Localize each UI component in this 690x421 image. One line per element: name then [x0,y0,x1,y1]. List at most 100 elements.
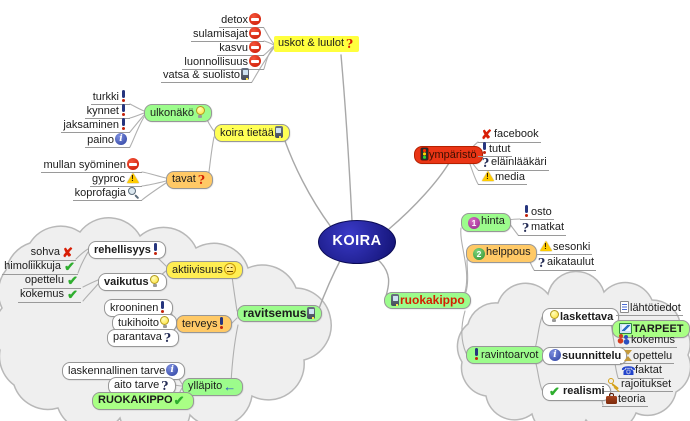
node-label: ruokakippo [400,293,465,307]
no-entry-icon [127,158,139,170]
node-koprofagia[interactable]: koprofagia [72,186,142,201]
node-vatsa-suolisto[interactable]: vatsa & suolisto [160,68,252,83]
node-sohva[interactable]: sohva [28,246,76,261]
node-sulamisajat[interactable]: sulamisajat [190,27,264,42]
node-tavat[interactable]: tavat [166,171,213,189]
node-facebook[interactable]: facebook [478,128,541,143]
node-kokemus-right[interactable]: kokemus [614,333,678,348]
node-label: kokemus [19,288,64,300]
node-rehellisyys[interactable]: rehellisyys [88,241,166,259]
node-himoliikkuja[interactable]: himoliikkuja [2,260,78,275]
check-icon [62,261,75,273]
node-label: aikataulut [547,256,595,268]
number-2-icon [473,248,485,260]
node-label: ulkonäkö [150,107,195,119]
node-label: ravitsemus [243,306,307,320]
node-matkat[interactable]: matkat [518,221,567,236]
window-icon [619,322,632,334]
node-luonnollisuus[interactable]: luonnollisuus [182,55,264,70]
node-label: facebook [494,128,539,140]
x-mark-icon [61,247,73,259]
node-terveys[interactable]: terveys [176,315,233,333]
question-dark-icon [163,332,172,344]
node-label: rajoitukset [621,378,672,390]
node-sesonki[interactable]: sesonki [536,240,593,255]
node-ruokakippo[interactable]: ruokakippo [384,292,471,309]
node-label: lähtötiedot [630,302,681,314]
node-lahtotiedot[interactable]: lähtötiedot [616,301,683,316]
node-tutut[interactable]: tutut [478,142,513,157]
node-faktat[interactable]: faktat [618,364,664,379]
node-kokemus-left[interactable]: kokemus [17,288,81,303]
node-label: ylläpito [188,380,223,392]
exclamation-icon [120,90,127,102]
node-label: koprofagia [74,187,126,199]
check-icon [549,386,562,398]
node-parantava[interactable]: parantava [107,329,179,347]
node-aikataulut[interactable]: aikataulut [534,256,597,271]
node-turkki[interactable]: turkki [90,90,130,105]
warning-icon [539,240,552,252]
node-krooninen[interactable]: krooninen [104,299,174,317]
node-ymparisto[interactable]: ympäristö [414,146,483,164]
lightbulb-icon [195,106,205,118]
node-label: tavat [172,173,196,185]
node-gyproc[interactable]: gyproc [89,172,142,187]
node-opettelu-left[interactable]: opettelu [22,274,81,289]
node-kynnet[interactable]: kynnet [84,104,130,119]
node-opettelu-right[interactable]: opettelu [620,349,675,364]
node-label: teoria [618,393,646,405]
node-realismi[interactable]: realismi [542,383,611,401]
node-label: rehellisyys [94,244,151,256]
root-node-koira[interactable]: KOIRA [318,220,396,264]
node-label: realismi [563,385,605,397]
node-label: koira tietää [220,127,274,139]
node-teoria[interactable]: teoria [602,392,648,407]
node-uskot-luulot[interactable]: uskot & luulot [274,36,360,52]
node-label: suunnittelu [562,350,622,362]
node-tarpeet[interactable]: TARPEET [612,320,690,338]
node-ravitsemus[interactable]: ravitsemus [237,305,323,322]
node-media[interactable]: media [478,170,527,185]
exclamation-icon [473,348,480,360]
node-mullan-syominen[interactable]: mullan syöminen [41,158,142,173]
node-elainlaakari[interactable]: eläinlääkäri [478,156,549,171]
node-helppous[interactable]: helppous [466,244,537,263]
node-rajoitukset[interactable]: rajoitukset [604,377,674,392]
question-dark-icon [537,257,546,269]
exclamation-icon [120,104,127,116]
node-detox[interactable]: detox [219,13,264,28]
node-label: sesonki [553,241,591,253]
node-yllapito[interactable]: ylläpito [182,378,244,396]
node-label: opettelu [24,274,64,286]
node-hinta[interactable]: hinta [461,213,511,232]
node-label: aktiivisuus [172,264,223,276]
node-suunnittelu[interactable]: suunnittelu [542,347,628,365]
exclamation-icon [523,205,530,217]
question-dark-icon [160,380,169,392]
node-label: detox [221,14,248,26]
exclamation-icon [481,142,488,154]
node-paino[interactable]: paino [85,133,130,148]
node-aktiivisuus[interactable]: aktiivisuus [166,261,243,279]
node-osto[interactable]: osto [520,205,554,220]
node-label: sulamisajat [192,28,248,40]
node-label: vatsa & suolisto [162,69,240,81]
no-entry-icon [249,55,261,67]
node-jaksaminen[interactable]: jaksaminen [61,118,130,133]
node-ruokakippo-caps[interactable]: RUOKAKIPPO [92,392,194,410]
node-label: laskennallinen tarve [68,365,166,377]
node-kasvu[interactable]: kasvu [217,41,264,56]
node-vaikutus[interactable]: vaikutus [98,273,167,291]
node-label: TARPEET [633,323,684,335]
node-label: kasvu [219,42,248,54]
node-ulkonako[interactable]: ulkonäkö [144,104,213,122]
node-label: ympäristö [429,149,477,161]
node-ravintoarvot[interactable]: ravintoarvot [466,346,545,364]
node-label: opettelu [633,350,673,362]
node-koira-tietaa[interactable]: koira tietää [214,124,290,142]
exclamation-icon [159,301,166,313]
node-laskettava[interactable]: laskettava [542,308,620,326]
node-aito-tarve[interactable]: aito tarve [108,377,177,395]
